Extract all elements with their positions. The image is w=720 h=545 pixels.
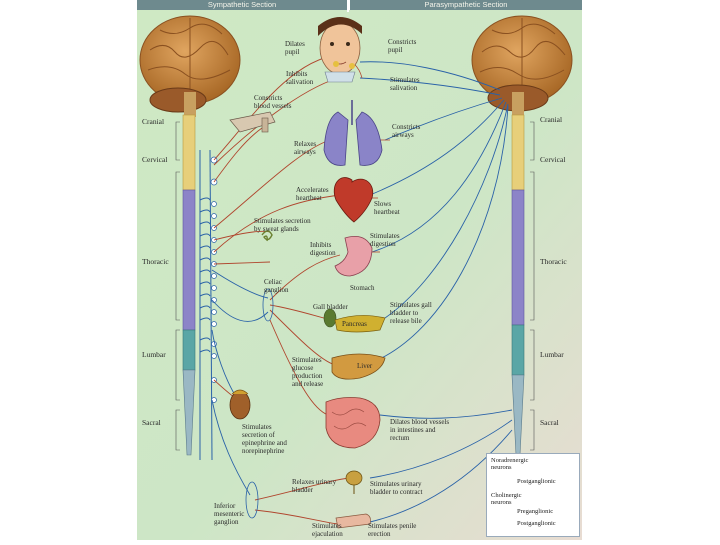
- left-region-sacral: Sacral: [142, 418, 161, 427]
- label-stimulates-urinary: Stimulates urinary bladder to contract: [370, 480, 422, 496]
- label-stimulates-glucose: Stimulates glucose production and releas…: [292, 356, 323, 388]
- left-region-thoracic: Thoracic: [142, 257, 169, 266]
- label-inferior-ganglion: Inferior mesenteric ganglion: [214, 502, 244, 526]
- label-constricts-airways: Constricts airways: [392, 123, 420, 139]
- right-spinal-cord: [512, 115, 524, 455]
- label-slows-heartbeat: Slows heartbeat: [374, 200, 400, 216]
- label-stimulates-epinephrine: Stimulates secretion of epinephrine and …: [242, 423, 287, 455]
- label-accelerates-heartbeat: Accelerates heartbeat: [296, 186, 329, 202]
- legend-cholinergic: Cholinergic neurons: [491, 492, 522, 506]
- sympathetic-header: Sympathetic Section: [137, 0, 347, 10]
- label-constricts-blood-vessels: Constricts blood vessels: [254, 94, 292, 110]
- right-region-lumbar: Lumbar: [540, 350, 564, 359]
- legend-preganglionic: Preganglionic: [517, 508, 553, 515]
- label-relaxes-urinary: Relaxes urinary bladder: [292, 478, 336, 494]
- label-constricts-pupil: Constricts pupil: [388, 38, 416, 54]
- legend-postganglionic-2: Postganglionic: [517, 520, 556, 527]
- right-region-sacral: Sacral: [540, 418, 559, 427]
- label-dilates-blood-vessels: Dilates blood vessels in intestines and …: [390, 418, 449, 442]
- left-region-cervical: Cervical: [142, 155, 167, 164]
- label-gall-bladder: Gall bladder: [313, 303, 348, 311]
- legend-postganglionic-1: Postganglionic: [517, 478, 556, 485]
- label-liver: Liver: [357, 362, 372, 370]
- left-region-cranial: Cranial: [142, 117, 164, 126]
- adrenal-kidney: [230, 390, 250, 419]
- label-stimulates-digestion: Stimulates digestion: [370, 232, 400, 248]
- legend-noradrenergic: Noradrenergic neurons: [491, 457, 528, 471]
- label-stimulates-gall: Stimulates gall bladder to release bile: [390, 301, 432, 325]
- right-region-thoracic: Thoracic: [540, 257, 567, 266]
- legend-box: Noradrenergic neurons Postganglionic Cho…: [486, 453, 580, 537]
- label-stimulates-salivation: Stimulates salivation: [390, 76, 420, 92]
- label-stimulates-sweat: Stimulates secretion by sweat glands: [254, 217, 311, 233]
- diagram-divider: [347, 0, 349, 12]
- label-inhibits-salivation: Inhibits salivation: [286, 70, 313, 86]
- label-pancreas: Pancreas: [342, 320, 367, 328]
- label-stimulates-erection: Stimulates penile erection: [368, 522, 416, 538]
- right-region-cranial: Cranial: [540, 115, 562, 124]
- left-region-lumbar: Lumbar: [142, 350, 166, 359]
- label-dilates-pupil: Dilates pupil: [285, 40, 305, 56]
- label-stimulates-ejaculation: Stimulates ejaculation: [312, 522, 343, 538]
- label-celiac-ganglion: Celiac ganglion: [264, 278, 289, 294]
- label-stomach: Stomach: [350, 284, 375, 292]
- right-region-cervical: Cervical: [540, 155, 565, 164]
- label-relaxes-airways: Relaxes airways: [294, 140, 316, 156]
- label-inhibits-digestion: Inhibits digestion: [310, 241, 336, 257]
- left-spinal-cord: [183, 115, 195, 455]
- parasympathetic-header: Parasympathetic Section: [350, 0, 582, 10]
